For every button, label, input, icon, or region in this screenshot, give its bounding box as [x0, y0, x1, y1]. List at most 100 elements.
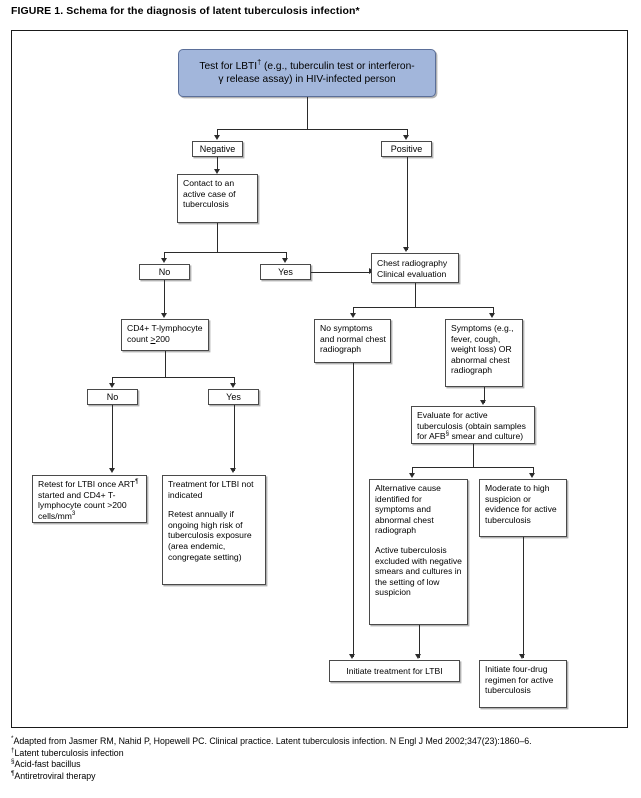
alternative-cause-p1: Alternative cause identified for symptom…	[375, 483, 441, 536]
connector-chest-to-nosym	[353, 307, 355, 315]
footnote-section-text: Acid-fast bacillus	[14, 759, 81, 770]
node-test-for-ltbi: Test for LBTI† (e.g., tuberculin test or…	[178, 49, 436, 97]
connector-contact-to-yes	[285, 252, 287, 260]
connector-root-stem	[306, 97, 308, 129]
root-dagger-sup: †	[257, 57, 262, 67]
arrow-alt-to-initiate	[415, 654, 421, 659]
connector-root-split	[217, 129, 407, 131]
node-chest-radiography: Chest radiography Clinical evaluation	[371, 253, 459, 283]
arrow-contact-to-no	[160, 258, 167, 263]
node-retest-ltbi: Retest for LTBI once ART¶ started and CD…	[32, 475, 147, 523]
connector-evaluate-stem	[472, 444, 474, 467]
root-line1-a: Test for LBTI	[199, 60, 258, 72]
connector-sym-to-evaluate	[483, 387, 485, 403]
footnote-pilcrow-marker: ¶	[11, 769, 15, 777]
footnotes: *Adapted from Jasmer RM, Nahid P, Hopewe…	[11, 735, 636, 783]
connector-alt-to-initiate	[418, 625, 420, 658]
footnote-asterisk-marker: *	[11, 735, 14, 743]
connector-cd4-to-no	[112, 377, 114, 385]
no-symptoms-text: No symptoms and normal chest radiograph	[320, 323, 386, 355]
branch1-no-label: No	[158, 266, 171, 277]
evaluate-text-b: smear and culture)	[449, 431, 524, 442]
treatment-not-indicated-p2: Retest annually if ongoing high risk of …	[168, 509, 252, 562]
connector-nosym-long	[352, 363, 354, 657]
node-initiate-four-drug: Initiate four-drug regimen for active tu…	[479, 660, 567, 708]
node-branch2-no: No	[87, 389, 138, 405]
alternative-cause-p2: Active tuberculosis excluded with negati…	[375, 544, 462, 598]
arrow-contact-to-yes	[282, 258, 288, 263]
arrow-chest-to-nosym	[349, 313, 356, 318]
node-symptoms: Symptoms (e.g., fever, cough, weight los…	[445, 319, 523, 387]
arrow-no2-to-retest	[108, 468, 115, 473]
node-moderate-high-suspicion: Moderate to high suspicion or evidence f…	[479, 479, 567, 537]
evaluate-text-a: Evaluate for active tuberculosis (obtain…	[417, 410, 526, 442]
connector-eval-to-mod	[532, 467, 534, 475]
arrow-cd4-to-no	[108, 383, 115, 388]
footnote-section-marker: §	[11, 758, 15, 766]
connector-positive-chest	[406, 157, 408, 250]
negative-label: Negative	[199, 143, 236, 154]
node-initiate-treatment-ltbi: Initiate treatment for LTBI	[329, 660, 460, 682]
connector-cd4-to-yes	[233, 377, 235, 385]
node-cd4-count: CD4+ T-lymphocyte count >200	[121, 319, 209, 351]
node-positive: Positive	[381, 141, 432, 157]
connector-evaluate-split	[412, 467, 533, 469]
treatment-not-indicated-p1: Treatment for LTBI not indicated	[168, 479, 254, 500]
connector-chest-split	[353, 307, 493, 309]
arrow-negative-contact	[213, 169, 220, 174]
arrow-to-negative	[213, 135, 220, 140]
page-title: FIGURE 1. Schema for the diagnosis of la…	[11, 5, 360, 17]
connector-negative-contact	[217, 157, 219, 172]
footnote-asterisk-text: Adapted from Jasmer RM, Nahid P, Hopewel…	[13, 736, 532, 746]
arrow-sym-to-evaluate	[480, 400, 486, 405]
arrow-chest-to-sym	[489, 313, 495, 318]
connector-chest-to-sym	[492, 307, 494, 315]
arrow-mod-to-fourdrug	[519, 654, 525, 659]
retest-text-b: started and CD4+ T-lymphocyte count >200…	[38, 489, 127, 521]
node-negative: Negative	[192, 141, 243, 157]
cd4-count-text-a: CD4+ T-lymphocyte count	[127, 323, 203, 344]
footnote-pilcrow-text: Antiretroviral therapy	[14, 770, 96, 781]
arrow-eval-to-mod	[529, 473, 535, 478]
connector-mod-to-fourdrug	[522, 537, 524, 658]
connector-contact-stem	[217, 223, 219, 252]
retest-cubic-sup: 3	[71, 509, 76, 517]
footnote-dagger-marker: †	[11, 746, 15, 754]
footnote-dagger: †Latent tuberculosis infection	[11, 746, 636, 760]
connector-contact-to-no	[164, 252, 166, 260]
node-contact-active-case: Contact to an active case of tuberculosi…	[177, 174, 258, 223]
footnote-pilcrow: ¶Antiretroviral therapy	[11, 769, 636, 783]
connector-cd4-stem	[164, 351, 166, 377]
moderate-high-text: Moderate to high suspicion or evidence f…	[485, 483, 557, 525]
connector-yes-to-chest	[311, 271, 371, 273]
arrow-no-to-cd4	[160, 313, 167, 318]
symptoms-text: Symptoms (e.g., fever, cough, weight los…	[451, 323, 514, 376]
node-branch1-no: No	[139, 264, 190, 280]
retest-text-a: Retest for LTBI once ART	[38, 479, 136, 489]
arrow-eval-to-alt	[408, 473, 415, 478]
footnote-asterisk: *Adapted from Jasmer RM, Nahid P, Hopewe…	[11, 735, 636, 748]
evaluate-section-sup: §	[445, 430, 450, 438]
connector-chest-stem	[414, 283, 416, 307]
cd4-gte-symbol: >	[150, 333, 156, 344]
root-line2: γ release assay) in HIV-infected person	[218, 74, 396, 85]
footnote-dagger-text: Latent tuberculosis infection	[14, 747, 124, 758]
node-branch2-yes: Yes	[208, 389, 259, 405]
contact-case-text: Contact to an active case of tuberculosi…	[183, 178, 236, 210]
retest-pilcrow-sup: ¶	[135, 478, 139, 486]
initiate-ltbi-label: Initiate treatment for LTBI	[346, 665, 443, 676]
arrow-nosym-to-initiate	[349, 654, 355, 659]
root-line1-b: (e.g., tuberculin test or interferon-	[261, 60, 415, 72]
node-branch1-yes: Yes	[260, 264, 311, 280]
branch2-yes-label: Yes	[226, 391, 241, 402]
node-no-symptoms: No symptoms and normal chest radiograph	[314, 319, 391, 363]
arrow-positive-chest	[403, 247, 409, 252]
branch1-yes-label: Yes	[278, 266, 293, 277]
connector-eval-to-alt	[412, 467, 414, 475]
connector-cd4-split	[112, 377, 234, 379]
diagram-frame: Test for LBTI† (e.g., tuberculin test or…	[11, 30, 628, 728]
node-treatment-not-indicated: Treatment for LTBI not indicated Retest …	[162, 475, 266, 585]
node-evaluate-active-tb: Evaluate for active tuberculosis (obtain…	[411, 406, 535, 444]
cd4-count-text-b: 200	[155, 333, 170, 344]
connector-to-negative	[217, 129, 219, 137]
